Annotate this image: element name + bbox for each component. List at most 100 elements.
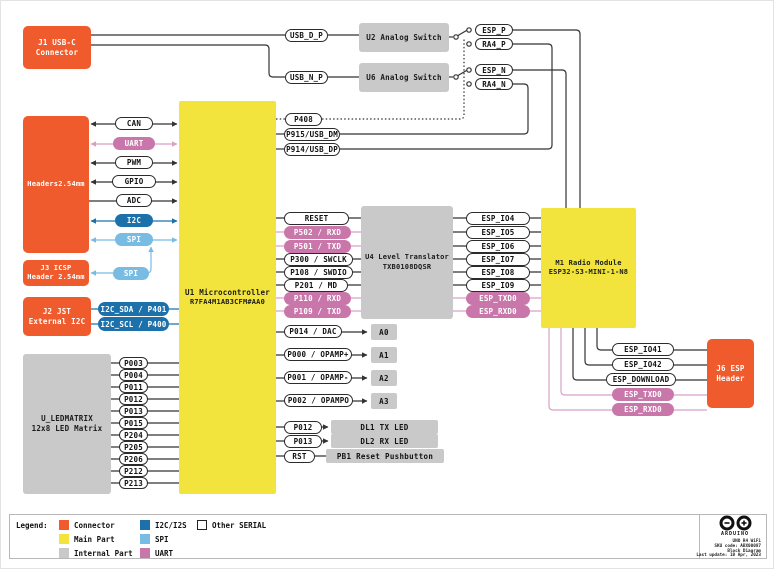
pill-p201-md: P201 / MD (284, 278, 348, 292)
radio-label-line2: ESP32-S3-MINI-1-N8 (548, 268, 629, 276)
level-translator-box: U4 Level Translator TXB0108DQSR (361, 206, 453, 319)
legend-item-connector: Connector (59, 520, 115, 530)
translator-label-line1: U4 Level Translator (365, 253, 449, 262)
j3-label-line2: Header 2.54mm (27, 273, 85, 281)
j2-label-line1: J2 JST (42, 306, 72, 316)
a2-box: A2 (371, 370, 397, 386)
a1-box: A1 (371, 347, 397, 363)
internal-part-swatch (59, 548, 69, 558)
pill-gpio: GPIO (112, 175, 156, 188)
pill-i2c-sda: I2C_SDA / P401 (98, 302, 169, 316)
legend-label: UART (155, 548, 174, 558)
a0-box: A0 (371, 324, 397, 340)
legend-item-uart: UART (140, 548, 173, 558)
legend-item-other-serial: Other SERIAL (197, 520, 266, 530)
pill-reset: RESET (284, 211, 349, 225)
a3-box: A3 (371, 393, 397, 409)
pill-led-pin: P212 (119, 465, 148, 477)
pill-icsp-spi: SPI (113, 267, 149, 280)
radio-label-line1: M1 Radio Module (555, 258, 622, 267)
pill-led-pin: P205 (119, 441, 148, 453)
j2-jst-i2c-box: J2 JST External I2C (23, 297, 91, 336)
j1-label-line1: J1 USB-C (38, 37, 76, 47)
pill-pwm: PWM (115, 156, 153, 169)
legend-label: Internal Part (74, 548, 133, 558)
pill-led-pin: P012 (119, 393, 148, 405)
ledmatrix-label-line1: U_LEDMATRIX (41, 414, 93, 424)
mcu-label-line2: R7FA4M1AB3CFM#AA0 (189, 297, 266, 306)
pill-p109-txd: P109 / TXD (284, 304, 351, 318)
pill-esp-io6: ESP_IO6 (466, 239, 530, 253)
pill-led-pin: P213 (119, 477, 148, 489)
j3-label-line1: J3 ICSP (40, 263, 72, 272)
pill-rst: RST (284, 449, 315, 463)
document-type: Block Diagram (727, 548, 761, 554)
pill-p013: P013 (284, 434, 322, 448)
spi-swatch (140, 534, 150, 544)
pill-esp-io9: ESP_IO9 (466, 278, 530, 292)
pill-esp-txd0: ESP_TXD0 (466, 291, 530, 305)
headers-box: Headers2.54mm (23, 116, 89, 253)
pill-led-pin: P206 (119, 453, 148, 465)
arduino-logo-icon (719, 515, 752, 531)
pill-adc: ADC (116, 194, 152, 207)
j1-label-line2: Connector (35, 47, 79, 57)
u6-label: U6 Analog Switch (366, 72, 442, 82)
legend-label: Main Part (74, 534, 115, 544)
pill-uart: UART (113, 137, 155, 150)
pill-esp-io4: ESP_IO4 (466, 211, 530, 225)
legend-item-internal-part: Internal Part (59, 548, 133, 558)
legend-label: SPI (155, 534, 169, 544)
u2-analog-switch-box: U2 Analog Switch (359, 23, 449, 52)
pill-p002-opampo: P002 / OPAMPO (284, 394, 353, 407)
pill-usb-dp: P914/USB_DP (284, 143, 340, 156)
pill-p014-dac: P014 / DAC (284, 325, 342, 338)
pill-ra4-p: RA4_P (475, 38, 513, 50)
pill-esp-io8: ESP_IO8 (466, 265, 530, 279)
uart-swatch (140, 548, 150, 558)
translator-label-line2: TXB0108DQSR (382, 262, 432, 271)
legend-label: I2C/I2S (155, 520, 187, 530)
legend-label: Other SERIAL (212, 520, 267, 530)
pill-esp-io42: ESP_IO42 (612, 358, 674, 371)
pill-p300-swclk: P300 / SWCLK (284, 252, 353, 266)
pill-led-pin: P004 (119, 369, 148, 381)
title-block: UNO R4 WiFi SKU code: ABX00087 Block Dia… (689, 539, 761, 559)
ledmatrix-label-line2: 12x8 LED Matrix (31, 424, 103, 433)
i2c-swatch (140, 520, 150, 530)
j3-icsp-header-box: J3 ICSP Header 2.54mm (23, 260, 89, 286)
legend-item-spi: SPI (140, 534, 169, 544)
pill-esp-io7: ESP_IO7 (466, 252, 530, 266)
pill-ra4-n: RA4_N (475, 78, 513, 90)
pill-p110-rxd: P110 / RXD (284, 291, 351, 305)
legend-footer-divider (699, 515, 700, 558)
legend-box: Legend: Connector Main Part Internal Par… (9, 514, 767, 559)
pill-led-pin: P013 (119, 405, 148, 417)
pill-led-pin: P011 (119, 381, 148, 393)
pill-p408: P408 (285, 113, 322, 126)
pill-led-pin: P003 (119, 357, 148, 369)
legend-item-i2c: I2C/I2S (140, 520, 187, 530)
pill-esp-io5: ESP_IO5 (466, 225, 530, 239)
u6-analog-switch-box: U6 Analog Switch (359, 63, 449, 92)
mcu-box: U1 Microcontroller R7FA4M1AB3CFM#AA0 (179, 101, 276, 494)
headers-label: Headers2.54mm (27, 179, 85, 188)
sku-code: SKU code: ABX00087 (714, 543, 761, 549)
main-part-swatch (59, 534, 69, 544)
led-matrix-box: U_LEDMATRIX 12x8 LED Matrix (23, 354, 111, 494)
pill-led-pin: P204 (119, 429, 148, 441)
board-name: UNO R4 WiFi (732, 539, 761, 544)
pill-i2c: I2C (115, 214, 153, 227)
pill-spi: SPI (115, 233, 153, 246)
pill-esp-io41: ESP_IO41 (612, 343, 674, 356)
j6-esp-header-box: J6 ESP Header (707, 339, 754, 408)
connector-swatch (59, 520, 69, 530)
pill-i2c-scl: I2C_SCL / P400 (98, 317, 169, 331)
j2-label-line2: External I2C (28, 316, 86, 326)
pill-usb-dm: P915/USB_DM (284, 128, 340, 141)
pill-esp-download: ESP_DOWNLOAD (606, 373, 676, 386)
j6-label-line2: Header (716, 373, 745, 383)
pill-led-pin: P015 (119, 417, 148, 429)
pill-p000-opamp-plus: P000 / OPAMP+ (284, 348, 352, 361)
